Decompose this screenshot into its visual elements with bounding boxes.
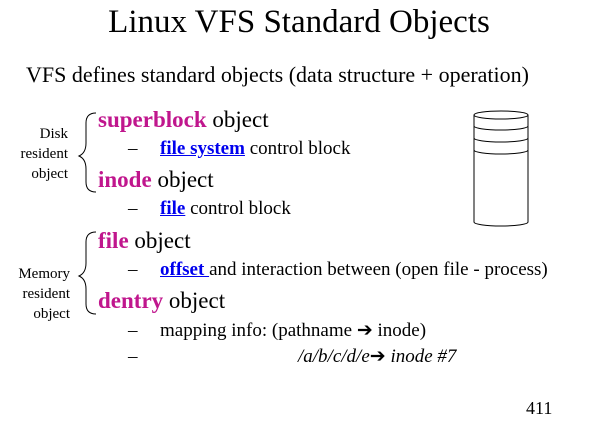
- file-suffix: object: [128, 228, 191, 253]
- bullet-dash: –: [128, 259, 138, 280]
- inode-keyword: inode: [98, 167, 152, 192]
- superblock-keyword: superblock: [98, 107, 207, 132]
- memory-group-brace: [77, 231, 97, 315]
- path-example: /a/b/c/d/e: [298, 346, 370, 367]
- bullet-dash: –: [128, 138, 138, 159]
- bullet-dash: –: [128, 198, 138, 219]
- inode-example: inode #7: [385, 346, 457, 367]
- memory-label-line3: object: [33, 306, 70, 322]
- superblock-detail-text: control block: [244, 138, 351, 159]
- dentry-keyword: dentry: [98, 288, 164, 313]
- dentry-detail-line-2: – /a/b/c/d/e➔ inode #7: [128, 344, 456, 369]
- inode-object-line: inode object: [98, 166, 214, 194]
- bullet-dash: –: [128, 346, 138, 367]
- inode-suffix: object: [151, 167, 214, 192]
- superblock-object-line: superblock object: [98, 106, 269, 134]
- file-keyword: file: [98, 228, 129, 253]
- cylinder-disk-icon: [473, 110, 529, 227]
- memory-group-label: Memory resident object: [18, 264, 70, 324]
- disk-label-line2: resident: [20, 146, 68, 162]
- file-system-link[interactable]: file system: [160, 138, 245, 159]
- slide-subtitle: VFS defines standard objects (data struc…: [26, 62, 529, 87]
- disk-group-label: Disk resident object: [21, 124, 68, 184]
- dentry-object-line: dentry object: [98, 287, 225, 315]
- bullet-dash: –: [128, 320, 138, 341]
- arrow-right-icon: ➔: [369, 345, 386, 367]
- inode-detail-line: – file control block: [128, 197, 291, 221]
- file-link[interactable]: file: [160, 198, 186, 219]
- slide-title: Linux VFS Standard Objects: [108, 4, 490, 40]
- superblock-detail-line: – file system control block: [128, 137, 350, 161]
- disk-label-line3: object: [31, 166, 68, 182]
- memory-label-line1: Memory: [18, 266, 70, 282]
- mapping-info-text: mapping info: (pathname: [160, 320, 357, 341]
- dentry-suffix: object: [163, 288, 226, 313]
- superblock-suffix: object: [206, 107, 269, 132]
- disk-group-brace: [77, 112, 97, 193]
- dentry-detail-line-1: – mapping info: (pathname ➔ inode): [128, 318, 426, 343]
- inode-detail-text: control block: [185, 198, 291, 219]
- offset-link[interactable]: offset: [160, 259, 210, 280]
- file-detail-line: – offset and interaction between (open fi…: [128, 258, 548, 282]
- page-number: 411: [526, 398, 553, 418]
- disk-label-line1: Disk: [39, 126, 68, 142]
- file-object-line: file object: [98, 227, 191, 255]
- file-detail-text: and interaction between (open file - pro…: [209, 259, 548, 280]
- memory-label-line2: resident: [22, 286, 70, 302]
- arrow-right-icon: ➔: [356, 319, 373, 341]
- mapping-info-end: inode): [372, 320, 427, 341]
